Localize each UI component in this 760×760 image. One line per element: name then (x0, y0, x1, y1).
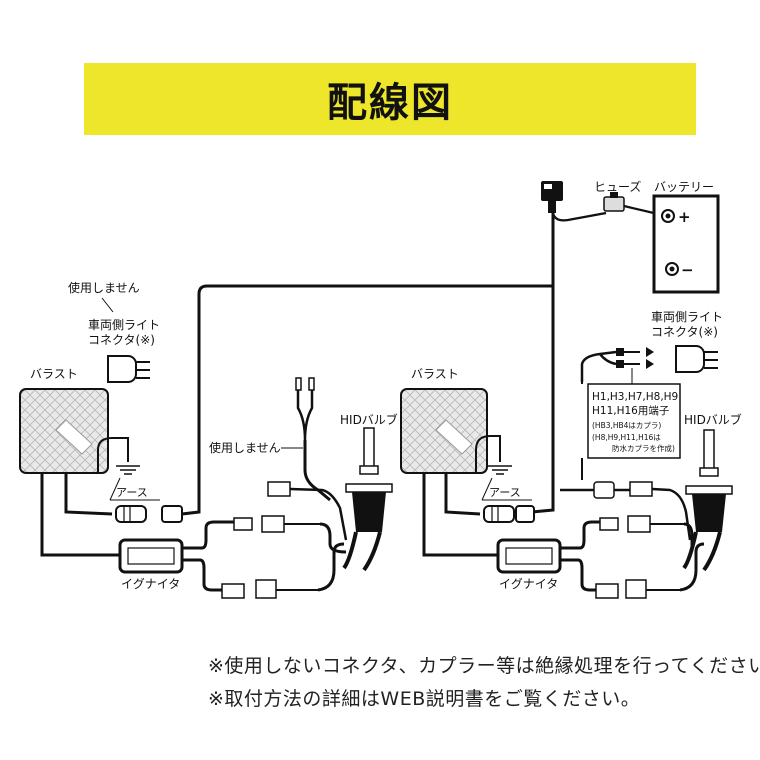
terminal-box-line-2: H11,H16用端子 (592, 404, 669, 417)
fuse-label: ヒューズ (594, 179, 641, 194)
vehicle-connector-right-icon (675, 345, 718, 373)
battery-label: バッテリー (654, 180, 714, 194)
battery-plus-label: + (678, 208, 691, 226)
hid-bulb-right-label: HIDバルブ (684, 412, 742, 427)
igniter-right (496, 538, 562, 574)
earth-right-label: アース (489, 486, 521, 499)
trunk-to-right-ballast-wire (531, 286, 555, 514)
hid-bulb-left (342, 427, 393, 572)
igniter-right-wire-top (560, 520, 600, 550)
right-bulb-harness-bottom (679, 542, 705, 592)
ballast-left-earth-wire (97, 437, 129, 473)
igniter-left (118, 538, 184, 574)
ballast-right-earth-wire (475, 435, 501, 473)
vehicle-connector-left-icon (107, 355, 150, 383)
vehicle-connector-label-left-1: 車両側ライト (88, 318, 160, 332)
left-bulb-harness-bottom (317, 542, 345, 592)
connector-set-right-bottom (595, 579, 680, 599)
fuse (603, 192, 659, 216)
page-title: 配線図 (327, 80, 453, 126)
battery (652, 194, 720, 294)
terminal-box-line-1: H1,H3,H7,H8,H9 (592, 391, 678, 403)
note-web-manual: ※取付方法の詳細はWEB説明書をご覧ください。 (208, 688, 641, 710)
relay-to-battery-wire (551, 211, 607, 222)
unused-plug-mid (295, 377, 331, 502)
vehicle-connector-label-left-2: コネクタ(※) (88, 333, 155, 347)
connector-set-left-bottom (221, 579, 318, 599)
igniter-left-wire-top (182, 520, 234, 550)
left-bulb-plug-small (267, 481, 348, 541)
right-bulb-plug-small (560, 481, 692, 541)
main-trunk-wire (181, 213, 555, 516)
igniter-left-label: イグナイタ (121, 577, 180, 591)
unused-connector-label: 使用しません (68, 280, 140, 295)
terminal-box-line-4: (H8,H9,H11,H16は (592, 433, 661, 442)
connector-set-right-top (599, 515, 684, 533)
title-banner: 配線図 (84, 63, 696, 135)
earth-right-symbol (481, 465, 532, 501)
battery-minus-label: − (681, 261, 694, 279)
vehicle-connector-label-right-2: コネクタ(※) (651, 325, 718, 339)
ballast-right-label: バラスト (411, 367, 459, 381)
ballast-right (400, 388, 488, 474)
ballast-right-wire-b (444, 473, 481, 516)
ballast-left-wire-b (64, 473, 113, 516)
vehicle-connector-label-right-1: 車両側ライト (651, 310, 723, 324)
ballast-right-plug (483, 505, 535, 523)
ballast-left-plug (115, 505, 183, 523)
relay-unit (541, 181, 563, 213)
unused-mid-label: 使用しません (209, 440, 281, 455)
left-bulb-harness-top (319, 522, 347, 554)
earth-left-label: アース (116, 486, 148, 499)
note-insulation: ※使用しないコネクタ、カプラー等は絶縁処理を行ってください。 (208, 655, 760, 677)
connector-set-left-top (233, 515, 320, 533)
hid-bulb-right (682, 429, 733, 572)
igniter-right-label: イグナイタ (499, 577, 558, 591)
terminal-info-box (587, 383, 681, 459)
terminal-pins-right (580, 347, 654, 384)
igniter-left-wire-bottom (182, 558, 222, 592)
earth-left-symbol (109, 465, 160, 501)
terminal-box-line-5: 防水カプラを作成) (612, 443, 675, 453)
ballast-left-label: バラスト (30, 367, 78, 381)
terminal-box-line-3: (HB3,HB4はカプラ) (592, 421, 661, 430)
hid-bulb-left-label: HIDバルブ (340, 412, 398, 427)
ballast-left-wire-a (40, 473, 120, 557)
ballast-right-wire-a (422, 473, 498, 557)
ballast-left (19, 388, 109, 474)
right-bulb-harness-top (683, 522, 694, 548)
igniter-right-wire-bottom (560, 558, 596, 592)
